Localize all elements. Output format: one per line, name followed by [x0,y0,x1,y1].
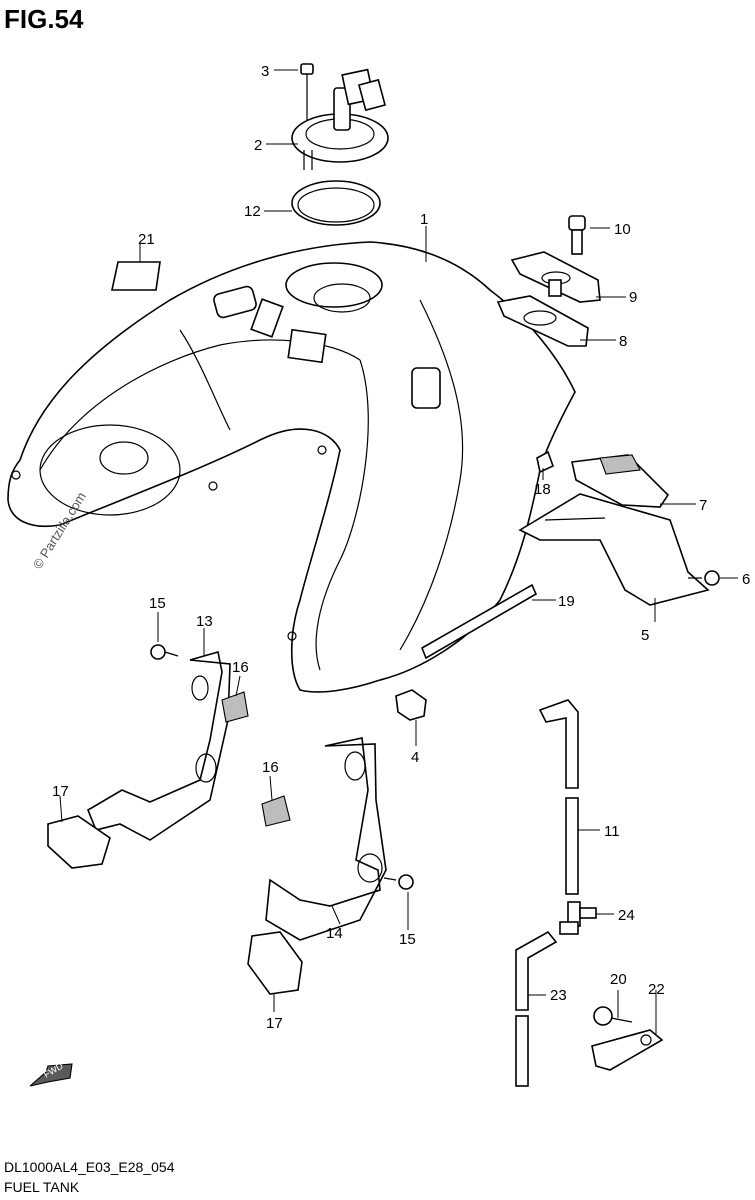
part-11-hose[interactable] [538,699,579,895]
part-6-bolt[interactable] [688,570,720,586]
callout-19: 19 [558,593,575,610]
part-24-t-joint[interactable] [559,901,597,935]
part-13-bracket[interactable] [87,650,231,841]
part-4-clamp[interactable] [395,689,427,721]
part-15-bolt-upper[interactable] [150,644,179,660]
part-7-cushion[interactable] [571,454,670,508]
part-5-bracket[interactable] [518,493,710,606]
part-2-fuel-cap[interactable] [291,68,389,170]
callout-2: 2 [254,137,262,154]
callout-15-lower: 15 [399,931,416,948]
part-12-gasket[interactable] [291,180,381,226]
callout-labels: 3 2 12 1 10 21 9 8 18 7 6 19 5 15 13 16 … [52,63,750,1032]
forward-direction-arrow: FWD [29,1061,73,1087]
callout-23: 23 [550,987,567,1004]
callout-9: 9 [629,289,637,306]
callout-16-lower: 16 [262,759,279,776]
part-9-bracket[interactable] [510,251,601,303]
callout-20: 20 [610,971,627,988]
callout-4: 4 [411,749,419,766]
callout-11: 11 [604,823,620,840]
part-16-rubber-lower[interactable] [261,795,291,827]
callout-13: 13 [196,613,213,630]
part-20-bolt[interactable] [593,1006,633,1026]
callout-17-left: 17 [52,783,69,800]
part-19-strip[interactable] [420,583,538,660]
model-code: DL1000AL4_E03_E28_054 [4,1159,175,1175]
part-14-bracket[interactable] [265,737,387,941]
callout-8: 8 [619,333,627,350]
callout-10: 10 [614,221,631,238]
part-22-clamp[interactable] [591,1029,664,1071]
callout-5: 5 [641,627,649,644]
part-23-hose[interactable] [515,930,558,1087]
part-17-pad-right[interactable] [247,931,303,995]
part-8-cushion[interactable] [496,295,589,347]
part-1-fuel-tank[interactable] [7,241,576,693]
callout-15-upper: 15 [149,595,166,612]
leader-lines [59,69,738,1034]
part-21-label[interactable] [111,261,161,291]
callout-6: 6 [742,571,750,588]
part-18-clip[interactable] [536,450,554,474]
callout-3: 3 [261,63,269,80]
part-10-bolt[interactable] [568,215,586,255]
callout-17-right: 17 [266,1015,283,1032]
callout-18: 18 [534,481,551,498]
part-17-pad-left[interactable] [47,815,111,869]
callout-16-upper: 16 [232,659,249,676]
callout-14: 14 [326,925,343,942]
part-15-bolt-lower[interactable] [383,874,414,890]
figure-title: FIG.54 [4,4,84,34]
callout-22: 22 [648,981,665,998]
figure-caption: FUEL TANK [4,1179,80,1195]
callout-7: 7 [699,497,707,514]
callout-24: 24 [618,907,635,924]
callout-1: 1 [420,211,428,228]
callout-21: 21 [138,231,155,248]
callout-12: 12 [244,203,261,220]
